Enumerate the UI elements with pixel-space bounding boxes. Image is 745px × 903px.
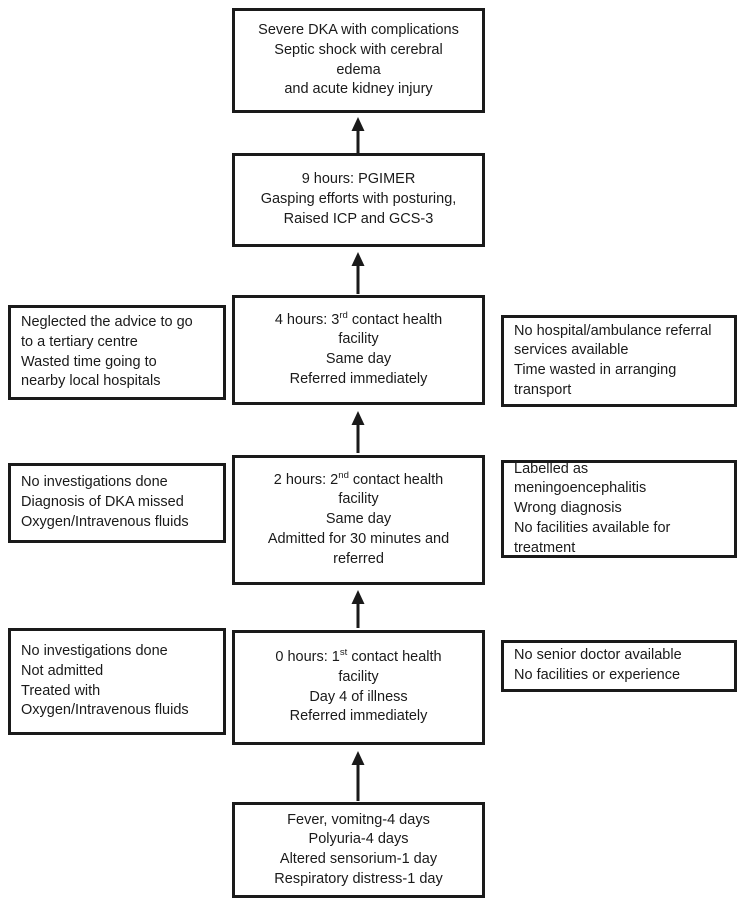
annotation-right-contact2-line-3: Wrong diagnosis — [514, 500, 622, 517]
annotation-left-contact2-line-2: Diagnosis of DKA missed — [21, 494, 184, 511]
node-contact1-line-1: 0 hours: 1st contact health — [275, 648, 441, 668]
annotation-right-contact3-line-3: Time wasted in arranging — [514, 362, 677, 378]
node-contact3-ordinal-suffix: rd — [339, 309, 348, 321]
annotation-left-contact3-line-3: Wasted time going to — [21, 353, 157, 370]
annotation-right-contact2: Labelled as meningoencephalitis Wrong di… — [501, 460, 737, 558]
node-pgimer-line-2: Gasping efforts with posturing, — [260, 191, 457, 208]
node-symptoms-line-1: Fever, vomitng-4 days — [287, 811, 430, 828]
node-contact2-line-1: 2 hours: 2nd contact health — [274, 471, 443, 491]
annotation-right-contact2-line-5: treatment — [514, 539, 576, 556]
node-symptoms-line-3: Altered sensorium-1 day — [279, 851, 438, 867]
node-contact2-line-5: referred — [333, 550, 384, 567]
node-contact3-line-1-pre: 4 hours: 3 — [274, 311, 340, 328]
node-contact3-line-2: facility — [338, 331, 379, 348]
annotation-right-contact2-line-2: meningoencephalitis — [514, 480, 647, 497]
node-contact2-ordinal-suffix: nd — [338, 469, 349, 481]
annotation-right-contact2-line-4: No facilities available for — [514, 519, 671, 536]
annotation-right-contact1: No senior doctor available No facilities… — [501, 640, 737, 692]
node-outcome-line-2: Septic shock with cerebral — [274, 41, 443, 58]
annotation-left-contact3-line-1: Neglected the advice to go — [21, 314, 193, 331]
node-contact1-line-1-post: contact health — [347, 649, 442, 666]
annotation-left-contact2: No investigations done Diagnosis of DKA … — [8, 463, 226, 543]
node-contact1-ordinal-suffix: st — [339, 647, 348, 659]
node-pgimer-line-3: Raised ICP and GCS-3 — [283, 210, 434, 227]
annotation-right-contact2-line-1: Labelled as — [514, 460, 589, 477]
arrow-symptoms-to-contact1 — [346, 751, 370, 801]
annotation-left-contact2-line-1: No investigations done — [21, 474, 168, 491]
node-pgimer-line-1: 9 hours: PGIMER — [301, 171, 416, 188]
annotation-right-contact1-line-1: No senior doctor available — [514, 647, 682, 664]
annotation-left-contact2-line-3: Oxygen/Intravenous fluids — [21, 513, 189, 530]
arrow-contact3-to-pgimer — [346, 252, 370, 294]
node-outcome-line-3: edema — [336, 61, 381, 78]
annotation-left-contact3-line-4: nearby local hospitals — [21, 373, 161, 390]
annotation-left-contact1-line-3: Treated with — [21, 682, 101, 699]
node-pgimer: 9 hours: PGIMER Gasping efforts with pos… — [232, 153, 485, 247]
arrow-contact1-to-contact2 — [346, 590, 370, 628]
annotation-right-contact3-line-2: services available — [514, 342, 629, 359]
node-symptoms: Fever, vomitng-4 days Polyuria-4 days Al… — [232, 802, 485, 898]
node-contact3-line-3: Same day — [325, 351, 392, 367]
node-contact2-line-2: facility — [338, 491, 379, 508]
arrow-contact2-to-contact3 — [346, 411, 370, 453]
node-contact3-line-4: Referred immediately — [289, 370, 428, 387]
node-contact1-line-2: facility — [338, 668, 379, 685]
node-contact2-line-3: Same day — [325, 511, 392, 528]
annotation-left-contact1-line-1: No investigations done — [21, 643, 168, 660]
node-contact2-line-1-post: contact health — [348, 471, 444, 488]
node-symptoms-line-4: Respiratory distress-1 day — [274, 870, 443, 887]
arrow-pgimer-to-outcome — [346, 117, 370, 153]
node-outcome-line-4: and acute kidney injury — [284, 81, 433, 98]
annotation-right-contact1-line-2: No facilities or experience — [514, 667, 681, 683]
node-contact3: 4 hours: 3rd contact health facility Sam… — [232, 295, 485, 405]
annotation-left-contact3-line-2: to a tertiary centre — [21, 333, 138, 350]
node-symptoms-line-2: Polyuria-4 days — [308, 831, 409, 848]
annotation-right-contact3-line-1: No hospital/ambulance referral — [514, 322, 712, 339]
node-contact2-line-4: Admitted for 30 minutes and — [267, 530, 450, 547]
annotation-right-contact3: No hospital/ambulance referral services … — [501, 315, 737, 407]
node-contact1-line-3: Day 4 of illness — [309, 688, 408, 705]
node-outcome-line-1: Severe DKA with complications — [258, 22, 459, 39]
annotation-left-contact1-line-2: Not admitted — [21, 662, 104, 679]
annotation-right-contact3-line-4: transport — [514, 381, 572, 398]
node-contact1-line-4: Referred immediately — [289, 708, 428, 725]
node-outcome: Severe DKA with complications Septic sho… — [232, 8, 485, 113]
node-contact1: 0 hours: 1st contact health facility Day… — [232, 630, 485, 745]
node-contact2-line-1-pre: 2 hours: 2 — [273, 471, 339, 488]
node-contact3-line-1: 4 hours: 3rd contact health — [274, 309, 443, 331]
node-contact1-line-1-pre: 0 hours: 1 — [275, 649, 340, 666]
annotation-left-contact1: No investigations done Not admitted Trea… — [8, 628, 226, 735]
node-contact3-line-1-post: contact health — [347, 311, 443, 328]
annotation-left-contact3: Neglected the advice to go to a tertiary… — [8, 305, 226, 400]
annotation-left-contact1-line-4: Oxygen/Intravenous fluids — [21, 702, 189, 719]
node-contact2: 2 hours: 2nd contact health facility Sam… — [232, 455, 485, 585]
